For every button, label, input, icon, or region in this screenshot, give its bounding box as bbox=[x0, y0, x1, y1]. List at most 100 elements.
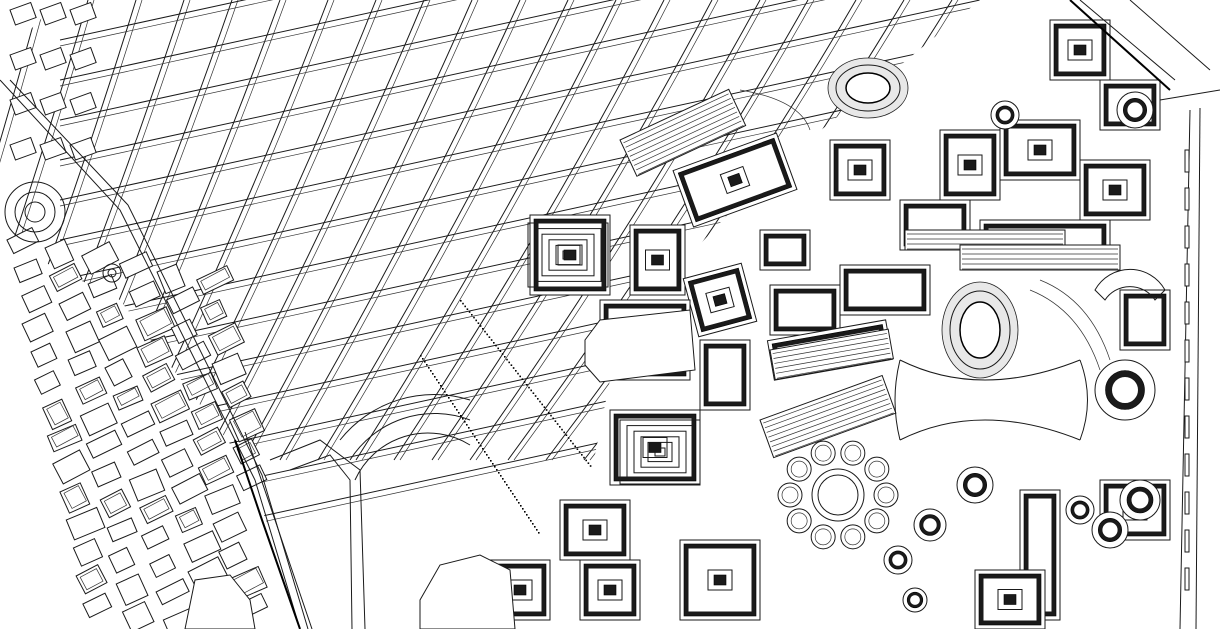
city-block bbox=[69, 136, 97, 161]
column-dot bbox=[506, 484, 508, 486]
city-block bbox=[182, 371, 219, 401]
monument-center bbox=[563, 249, 577, 261]
city-block bbox=[9, 136, 37, 161]
courtyard bbox=[178, 509, 200, 529]
round-building-court bbox=[966, 476, 984, 494]
rotunda-chapel-inner bbox=[814, 528, 832, 546]
street bbox=[317, 0, 569, 461]
courtyard bbox=[194, 403, 220, 426]
monument-core bbox=[1027, 139, 1053, 161]
city-block bbox=[79, 402, 118, 437]
colonnade bbox=[959, 244, 1121, 271]
rotunda-chapel-inner bbox=[844, 444, 862, 462]
column-dot bbox=[424, 361, 426, 363]
round-building-court bbox=[891, 553, 905, 567]
colonnade-outline bbox=[769, 328, 894, 381]
city-block bbox=[39, 46, 67, 71]
city-block bbox=[41, 398, 73, 431]
street bbox=[0, 0, 89, 283]
rotunda-chapel bbox=[864, 456, 890, 482]
city-block bbox=[39, 1, 67, 26]
roundabout bbox=[4, 181, 122, 283]
column-dot bbox=[497, 347, 499, 350]
monument bbox=[579, 559, 641, 621]
temple-step bbox=[654, 447, 666, 457]
courtyard bbox=[79, 379, 104, 401]
city-block bbox=[199, 298, 228, 326]
column-dot bbox=[472, 433, 474, 435]
column-dot bbox=[482, 448, 484, 450]
column-dot bbox=[466, 308, 469, 310]
round-building-court bbox=[998, 108, 1012, 122]
crescent bbox=[1094, 268, 1166, 301]
rotunda-chapel-inner bbox=[790, 460, 808, 478]
column-dot bbox=[428, 367, 430, 369]
temple-step bbox=[647, 441, 673, 463]
city-block bbox=[65, 320, 101, 354]
colonnade-line bbox=[773, 407, 893, 452]
ancient-monuments bbox=[420, 19, 1171, 629]
courtyard bbox=[79, 568, 104, 591]
rotunda-chapel bbox=[810, 524, 836, 550]
monument bbox=[559, 499, 631, 561]
colonnade-line bbox=[768, 393, 887, 438]
city-block bbox=[59, 482, 91, 514]
street-edge bbox=[247, 0, 479, 461]
column-dot bbox=[526, 514, 528, 516]
monument-center bbox=[1003, 594, 1017, 605]
city-block bbox=[190, 400, 224, 431]
column-dot bbox=[430, 370, 432, 372]
street bbox=[241, 0, 473, 461]
rotunda-chapel-inner bbox=[790, 512, 808, 530]
city-block bbox=[171, 472, 209, 505]
monument-core bbox=[705, 286, 735, 314]
city-block bbox=[183, 530, 222, 563]
colonnade-line bbox=[623, 93, 729, 144]
temple-step bbox=[534, 228, 602, 282]
column-dot bbox=[495, 344, 497, 347]
city-block bbox=[46, 423, 83, 453]
courtyard bbox=[204, 301, 224, 321]
column-dot bbox=[521, 378, 524, 380]
courtyard bbox=[139, 308, 172, 337]
river-pier bbox=[1184, 415, 1190, 439]
column-dot bbox=[515, 370, 517, 372]
column-dot bbox=[563, 431, 565, 434]
city-block bbox=[39, 136, 67, 161]
column-dot bbox=[458, 412, 460, 414]
city-block bbox=[30, 342, 58, 368]
colonnade-line bbox=[629, 107, 736, 157]
temple-step bbox=[555, 244, 581, 266]
column-dot bbox=[464, 305, 466, 308]
courtyard bbox=[100, 305, 121, 324]
courtyard bbox=[196, 430, 222, 452]
column-dot bbox=[440, 385, 442, 387]
column-dot bbox=[534, 395, 537, 397]
rotunda-chapel-inner bbox=[877, 486, 895, 504]
column-dot bbox=[488, 336, 491, 338]
column-dot bbox=[587, 462, 590, 464]
column-dot bbox=[482, 328, 484, 330]
rotunda-chapel bbox=[840, 524, 866, 550]
colonnade-line bbox=[627, 102, 734, 153]
river-pier bbox=[1184, 529, 1190, 553]
city-block bbox=[39, 91, 67, 116]
city-block bbox=[6, 226, 40, 255]
city-block bbox=[128, 280, 161, 308]
rotunda-chapel bbox=[873, 482, 899, 508]
column-dot bbox=[528, 386, 530, 389]
temple-step bbox=[541, 233, 595, 277]
column-dot bbox=[541, 403, 543, 406]
city-block bbox=[98, 325, 138, 362]
city-block bbox=[156, 263, 186, 295]
column-dot bbox=[559, 426, 561, 428]
column-dot bbox=[516, 499, 518, 501]
city-block bbox=[235, 464, 268, 492]
colonnade-line bbox=[773, 338, 888, 359]
city-block bbox=[33, 370, 61, 395]
column-dot bbox=[488, 457, 490, 459]
monument-center bbox=[603, 584, 617, 596]
column-dot bbox=[460, 415, 462, 417]
colonnade-line bbox=[775, 347, 890, 369]
